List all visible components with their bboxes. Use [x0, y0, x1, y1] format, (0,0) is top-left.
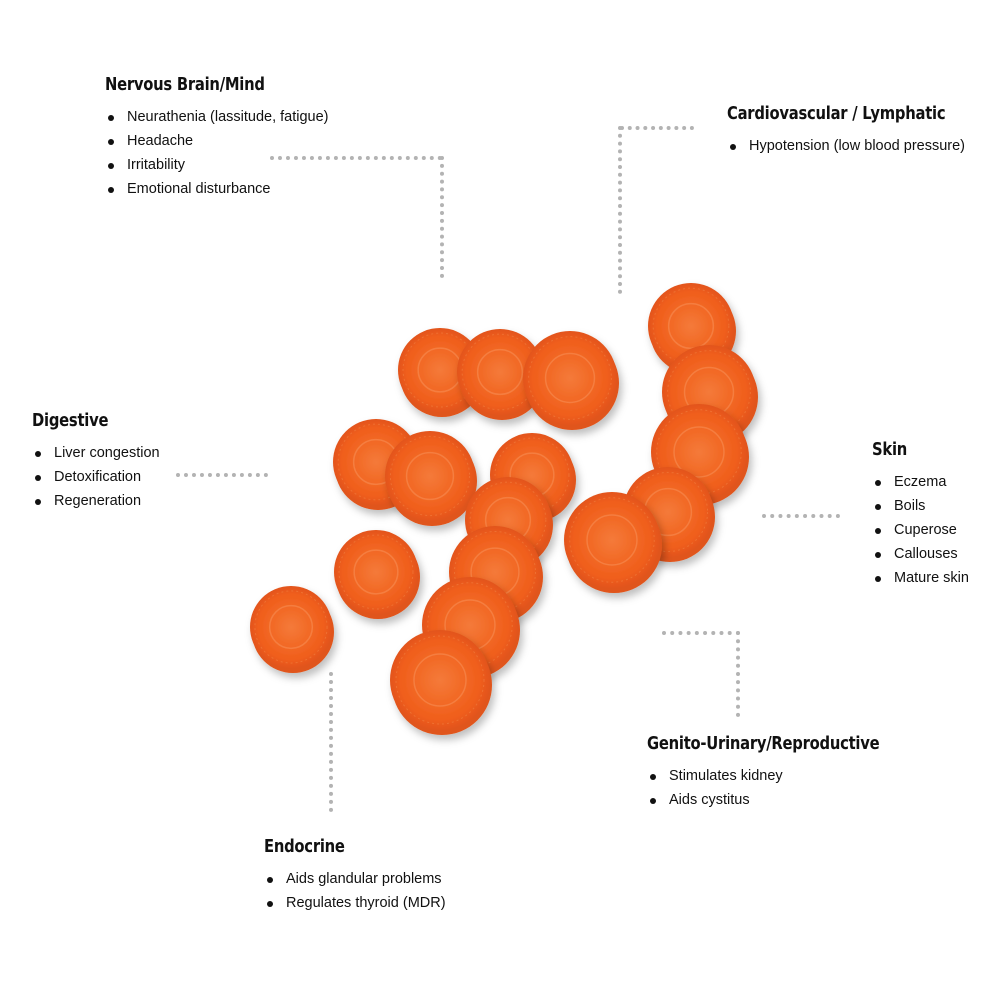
list-item: Callouses	[872, 542, 969, 566]
leader-line-genito-h	[662, 631, 740, 635]
list-item: Aids cystitus	[647, 788, 930, 812]
group-endocrine: Endocrine Aids glandular problems Regula…	[264, 836, 446, 915]
group-digestive: Digestive Liver congestion Detoxificatio…	[32, 410, 160, 513]
list-item: Headache	[105, 129, 329, 153]
group-nervous: Nervous Brain/Mind Neurathenia (lassitud…	[105, 74, 329, 201]
leader-line-nervous-h	[270, 156, 442, 160]
group-list-nervous: Neurathenia (lassitude, fatigue) Headach…	[105, 105, 329, 201]
list-item: Emotional disturbance	[105, 177, 329, 201]
leader-line-cardio-v	[618, 126, 622, 294]
group-list-digestive: Liver congestion Detoxification Regenera…	[32, 441, 160, 513]
group-cardio: Cardiovascular / Lymphatic Hypotension (…	[727, 103, 993, 158]
leader-line-nervous-v	[440, 156, 444, 278]
leader-line-digestive	[176, 473, 268, 477]
list-item: Regeneration	[32, 489, 160, 513]
list-item: Detoxification	[32, 465, 160, 489]
carrot-slice	[385, 431, 477, 526]
leader-line-endocrine	[329, 672, 333, 812]
list-item: Hypotension (low blood pressure)	[727, 134, 993, 158]
group-title-cardio: Cardiovascular / Lymphatic	[727, 103, 946, 124]
group-list-cardio: Hypotension (low blood pressure)	[727, 134, 993, 158]
group-title-digestive: Digestive	[32, 410, 109, 431]
group-title-skin: Skin	[872, 439, 908, 460]
carrot-slice	[523, 331, 619, 430]
carrot-slice	[564, 492, 662, 593]
list-item: Boils	[872, 494, 969, 518]
leader-line-skin	[762, 514, 840, 518]
group-genito: Genito-Urinary/Reproductive Stimulates k…	[647, 733, 930, 812]
group-title-endocrine: Endocrine	[264, 836, 345, 857]
carrot-slice	[250, 586, 334, 673]
list-item: Stimulates kidney	[647, 764, 930, 788]
list-item: Regulates thyroid (MDR)	[264, 891, 446, 915]
leader-line-genito-v	[736, 631, 740, 717]
list-item: Irritability	[105, 153, 329, 177]
group-title-nervous: Nervous Brain/Mind	[105, 74, 265, 95]
carrot-slice	[334, 530, 420, 619]
group-list-genito: Stimulates kidney Aids cystitus	[647, 764, 930, 812]
leader-line-cardio-h	[620, 126, 694, 130]
group-title-genito: Genito-Urinary/Reproductive	[647, 733, 880, 754]
list-item: Liver congestion	[32, 441, 160, 465]
group-list-endocrine: Aids glandular problems Regulates thyroi…	[264, 867, 446, 915]
list-item: Cuperose	[872, 518, 969, 542]
list-item: Aids glandular problems	[264, 867, 446, 891]
list-item: Mature skin	[872, 566, 969, 590]
list-item: Eczema	[872, 470, 969, 494]
group-skin: Skin Eczema Boils Cuperose Callouses Mat…	[872, 439, 969, 590]
group-list-skin: Eczema Boils Cuperose Callouses Mature s…	[872, 470, 969, 590]
list-item: Neurathenia (lassitude, fatigue)	[105, 105, 329, 129]
carrot-slice	[390, 630, 492, 735]
